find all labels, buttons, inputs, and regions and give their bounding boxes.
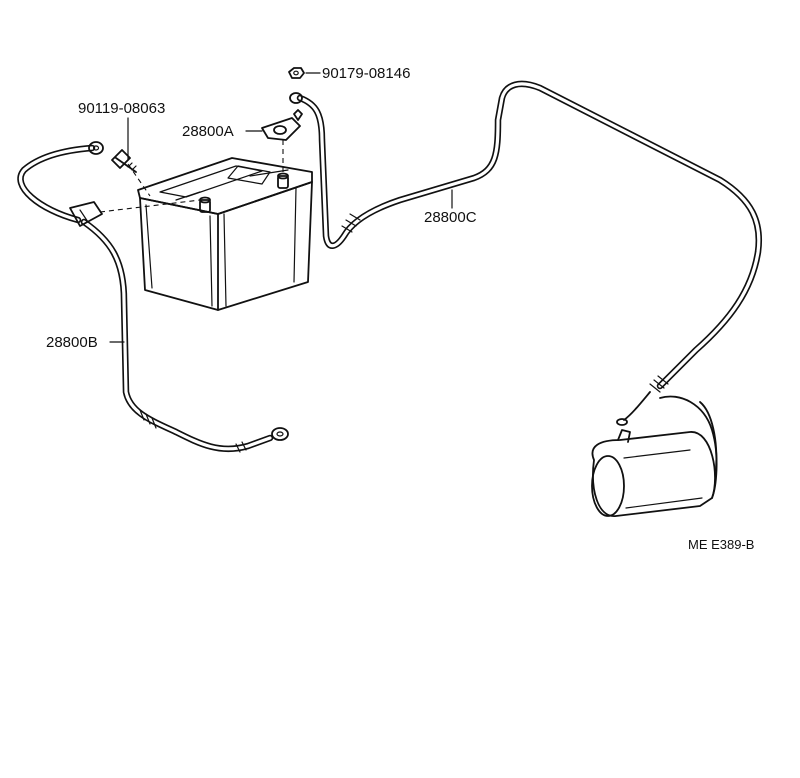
label-nut-90179-08146: 90179-08146 — [322, 65, 410, 82]
starter-motor — [591, 395, 718, 517]
label-terminal-28800a: 28800A — [182, 123, 234, 140]
assembly-guide-lines — [99, 140, 691, 441]
label-bolt-90119-08063: 90119-08063 — [78, 100, 165, 117]
nut-part — [288, 67, 305, 79]
terminal-part — [261, 109, 303, 141]
label-cable-28800b: 28800B — [46, 334, 98, 351]
positive-cable — [289, 80, 763, 426]
negative-cable — [17, 141, 289, 453]
leader-lines — [109, 72, 453, 343]
battery — [137, 157, 313, 311]
reference-code: ME E389-B — [688, 537, 754, 552]
bolt-part — [111, 149, 137, 173]
label-cable-28800c: 28800C — [424, 209, 477, 226]
